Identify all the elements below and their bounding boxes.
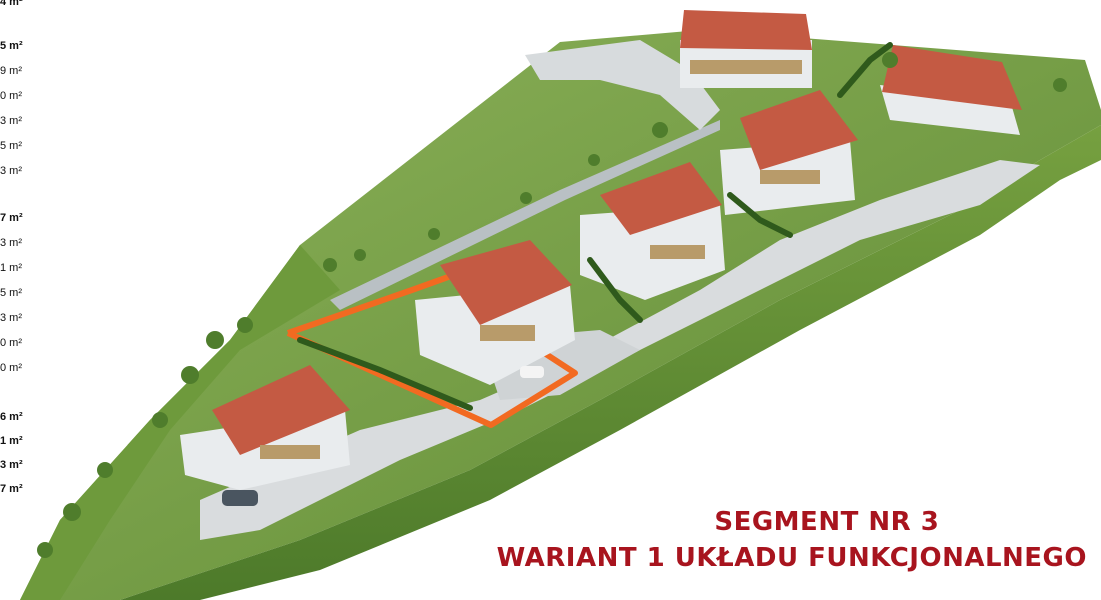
area-item: 1 m² [0, 262, 22, 274]
area-item: 1 m² [0, 435, 23, 447]
trees [37, 52, 1067, 558]
area-item: 3 m² [0, 115, 22, 127]
caption: SEGMENT NR 3 WARIANT 1 UKŁADU FUNKCJONAL… [497, 504, 1087, 576]
houses [180, 10, 1022, 506]
area-item: 0 m² [0, 90, 22, 102]
house-center [580, 162, 725, 300]
area-list: 4 m² 5 m² 9 m² 0 m² 3 m² 5 m² 3 m² 7 m² … [0, 0, 40, 600]
area-item: 5 m² [0, 40, 23, 52]
area-item: 3 m² [0, 165, 22, 177]
area-item: 4 m² [0, 0, 23, 8]
caption-segment: SEGMENT NR 3 [714, 507, 940, 537]
house-bottom-left [180, 365, 350, 506]
area-item: 0 m² [0, 362, 22, 374]
area-item: 9 m² [0, 65, 22, 77]
hedges [297, 42, 893, 411]
area-item: 3 m² [0, 459, 23, 471]
area-item: 6 m² [0, 411, 23, 423]
area-item: 7 m² [0, 212, 23, 224]
area-item: 7 m² [0, 483, 23, 495]
area-item: 3 m² [0, 312, 22, 324]
house-top-right [880, 45, 1022, 135]
area-item: 5 m² [0, 140, 22, 152]
area-item: 3 m² [0, 237, 22, 249]
house-middle-right [720, 90, 858, 215]
area-item: 5 m² [0, 287, 22, 299]
area-item: 0 m² [0, 337, 22, 349]
house-highlighted [415, 240, 575, 385]
house-top [680, 10, 812, 88]
caption-variant: WARIANT 1 UKŁADU FUNKCJONALNEGO [496, 543, 1087, 573]
